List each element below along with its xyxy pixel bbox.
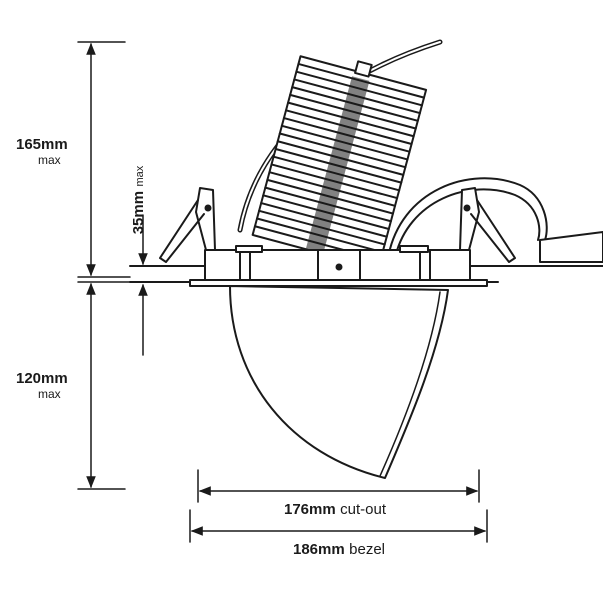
bezel-flange xyxy=(189,279,488,287)
overall-height-value: 165mm xyxy=(16,136,68,153)
recess-depth-note: max xyxy=(134,165,146,187)
cut-out-value: 176mm xyxy=(283,501,336,518)
spring-clip-left xyxy=(159,187,216,263)
ceiling-line xyxy=(129,265,603,283)
bezel-note: bezel xyxy=(349,541,385,558)
reflector xyxy=(229,285,449,479)
cut-out-note: cut-out xyxy=(340,501,386,518)
bezel-value: 186mm xyxy=(292,541,345,558)
spring-clip-right xyxy=(459,187,516,263)
cut-out-label: 176mm cut-out xyxy=(0,502,603,518)
protrusion-note: max xyxy=(38,387,61,401)
recess-depth-value: 35mm xyxy=(130,190,147,235)
heatsink xyxy=(251,55,428,270)
protrusion-label: 120mm max xyxy=(16,371,68,400)
overall-height-note: max xyxy=(38,153,61,167)
overall-height-label: 165mm max xyxy=(16,137,68,166)
protrusion-value: 120mm xyxy=(16,370,68,387)
bezel-label: 186mm bezel xyxy=(0,542,603,558)
housing-frame xyxy=(204,245,471,281)
driver-cable xyxy=(387,177,603,263)
